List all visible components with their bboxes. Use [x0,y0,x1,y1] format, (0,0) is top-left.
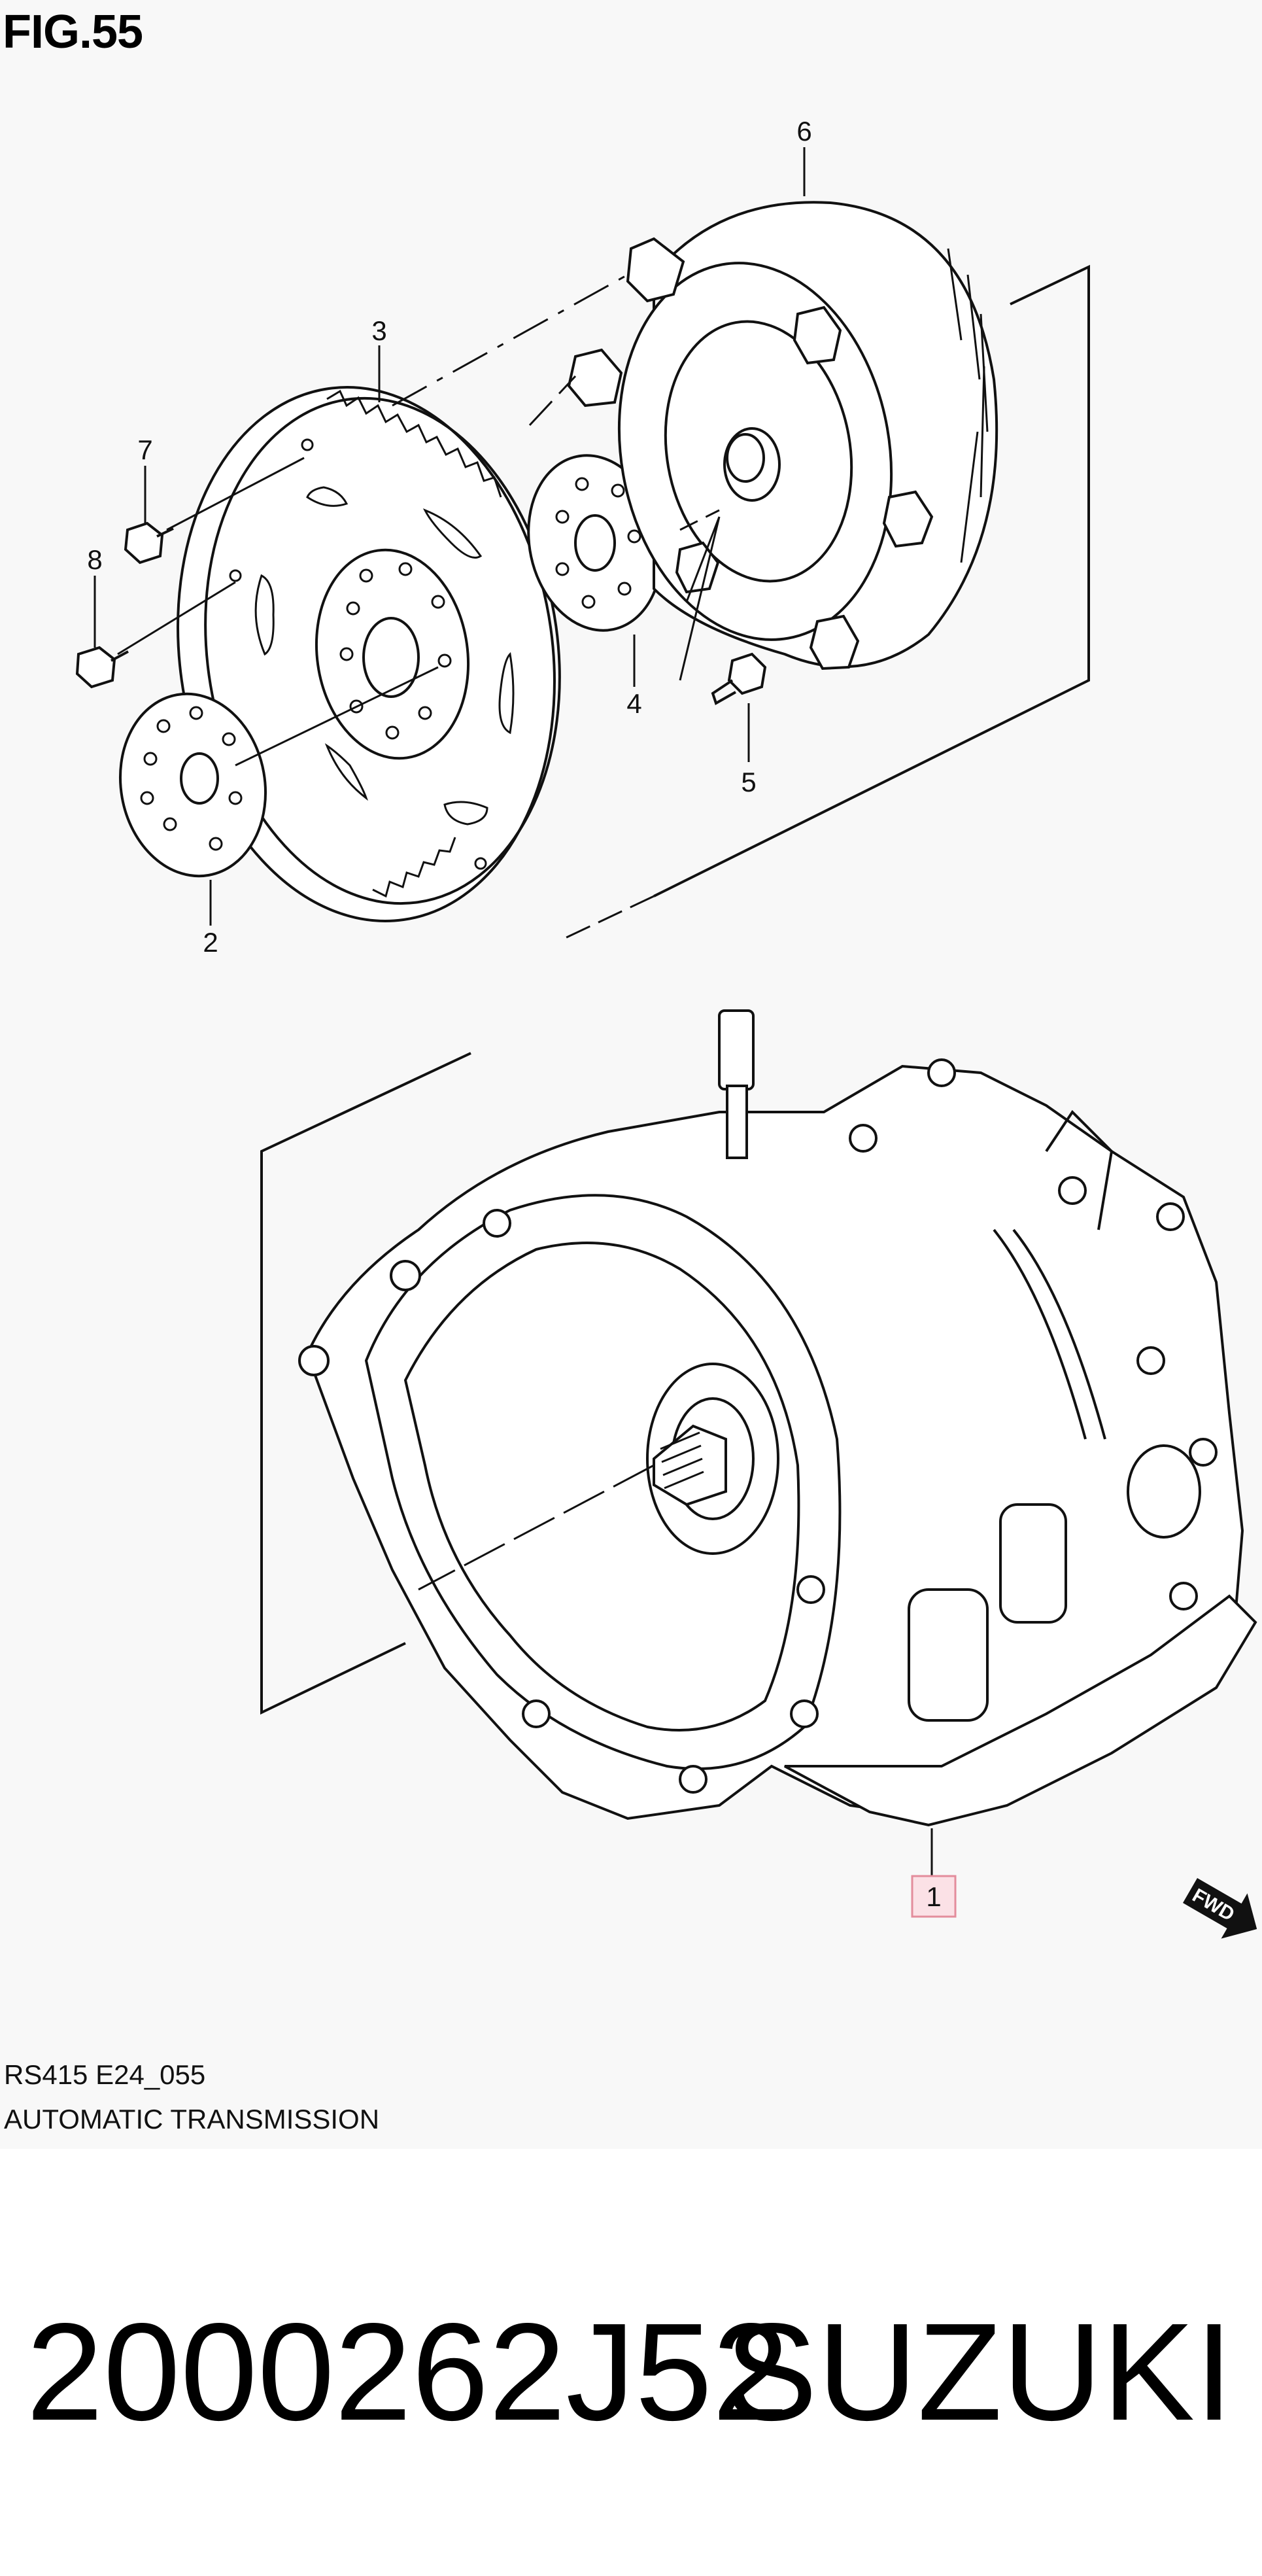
figure-title: FIG.55 [3,6,143,58]
callout-2: 2 [203,927,218,958]
callout-7: 7 [137,434,152,465]
transmission-housing [298,1009,1257,1876]
callout-4: 4 [626,688,641,719]
callout-labels: 1 2 3 4 5 6 7 8 [87,116,957,1918]
bolt-5 [711,652,767,705]
lower-frame [260,1052,471,1715]
torque-converter [567,201,998,670]
model-code: RS415 E24_055 [4,2059,206,2090]
part-number: 2000262J52 [26,2294,790,2449]
alignment-lines [94,147,806,926]
bolt-8 [75,646,129,689]
spacer-plate [118,692,267,878]
bolts [75,521,767,705]
callout-3: 3 [371,315,386,346]
callout-5: 5 [741,767,756,797]
bolt-7 [124,521,174,565]
exploded-diagram: 1 2 3 4 5 6 7 8 FWD [75,116,1257,1939]
svg-text:1: 1 [926,1881,941,1912]
fwd-arrow-icon: FWD [1183,1877,1257,1939]
callout-6: 6 [796,116,811,147]
callout-8: 8 [87,544,102,575]
callout-1: 1 [911,1875,957,1918]
figure-caption: AUTOMATIC TRANSMISSION [4,2104,380,2134]
drive-plate [177,386,561,922]
upper-frame [562,264,1090,941]
brand-name: SUZUKI [725,2294,1233,2449]
